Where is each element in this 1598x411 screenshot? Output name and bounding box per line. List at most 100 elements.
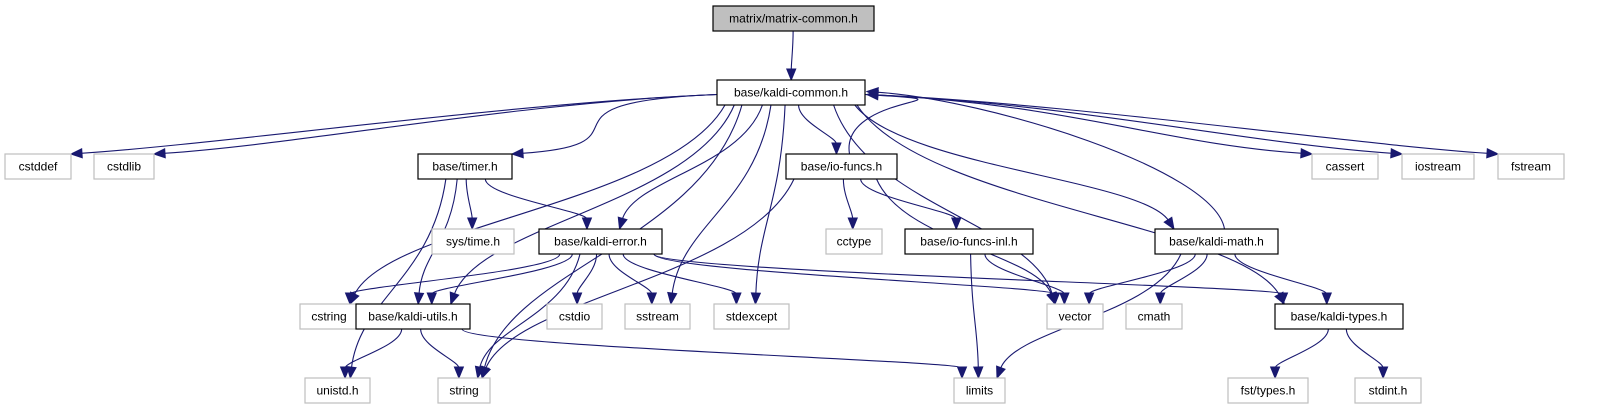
node-label-fst-types: fst/types.h — [1241, 384, 1296, 398]
edge-kaldi-common-to-cstddef — [80, 93, 718, 154]
node-limits: limits — [953, 377, 1006, 404]
node-label-kaldi-common: base/kaldi-common.h — [734, 86, 848, 100]
edge-io-funcs-to-cctype — [842, 178, 854, 220]
edge-kaldi-common-to-kaldi-error — [621, 104, 763, 220]
node-label-io-funcs-inl: base/io-funcs-inl.h — [920, 235, 1017, 249]
arrowhead-kaldi-types-to-fst-types — [1269, 366, 1281, 380]
edge-timer-to-sys-time — [465, 178, 473, 220]
node-box-sys-time — [431, 228, 515, 255]
node-cstdlib: cstdlib — [93, 153, 155, 180]
node-label-limits: limits — [966, 384, 993, 398]
arrowhead-kaldi-error-to-kaldi-types — [1277, 292, 1289, 306]
arrowhead-kaldi-error-to-string — [474, 365, 486, 380]
node-label-vector: vector — [1059, 310, 1092, 324]
node-label-fstream: fstream — [1511, 160, 1551, 174]
node-kaldi-error[interactable]: base/kaldi-error.h — [538, 228, 663, 255]
edge-timer-to-unistd — [350, 178, 447, 369]
arrowhead-kaldi-common-to-fstream — [1486, 148, 1500, 159]
arrowhead-kaldi-common-to-timer — [510, 148, 524, 159]
edge-io-funcs-inl-to-limits — [970, 253, 979, 369]
node-kaldi-types[interactable]: base/kaldi-types.h — [1274, 303, 1404, 330]
node-label-kaldi-math: base/kaldi-math.h — [1169, 235, 1264, 249]
arrowhead-kaldi-common-to-kaldi-math — [1163, 216, 1175, 231]
node-label-unistd: unistd.h — [316, 384, 358, 398]
node-timer[interactable]: base/timer.h — [417, 153, 513, 180]
node-box-vector — [1046, 303, 1104, 330]
arrowhead-kaldi-common-to-io-funcs — [831, 142, 842, 156]
node-label-io-funcs: base/io-funcs.h — [801, 160, 882, 174]
edge-kaldi-error-to-cstdio — [576, 253, 598, 295]
node-io-funcs-inl[interactable]: base/io-funcs-inl.h — [904, 228, 1034, 255]
arrowhead-timer-to-kaldi-error — [581, 217, 593, 231]
node-cstring: cstring — [299, 303, 359, 330]
node-kaldi-common[interactable]: base/kaldi-common.h — [716, 79, 866, 106]
node-sys-time: sys/time.h — [431, 228, 515, 255]
arrowhead-kaldi-math-to-kaldi-types — [1321, 292, 1332, 306]
node-box-cmath — [1125, 303, 1183, 330]
node-matrix-common[interactable]: matrix/matrix-common.h — [712, 5, 875, 32]
edge-io-funcs-to-string — [485, 178, 795, 369]
node-box-io-funcs[interactable] — [785, 153, 898, 180]
node-label-cstddef: cstddef — [19, 160, 58, 174]
edge-kaldi-common-to-kaldi-types — [856, 104, 1280, 296]
node-label-timer: base/timer.h — [432, 160, 497, 174]
arrowhead-kaldi-common-to-sstream — [667, 291, 678, 306]
node-io-funcs[interactable]: base/io-funcs.h — [785, 153, 898, 180]
edge-timer-to-kaldi-error — [484, 178, 588, 220]
node-box-kaldi-types[interactable] — [1274, 303, 1404, 330]
node-string: string — [437, 377, 491, 404]
node-box-limits — [953, 377, 1006, 404]
edge-kaldi-math-to-kaldi-common — [876, 91, 1226, 230]
node-box-string — [437, 377, 491, 404]
node-cctype: cctype — [825, 228, 883, 255]
arrowhead-io-funcs-inl-to-limits — [973, 366, 984, 380]
arrowhead-kaldi-utils-to-unistd — [339, 366, 351, 380]
node-unistd: unistd.h — [304, 377, 371, 404]
node-stdexcept: stdexcept — [713, 303, 790, 330]
nodes-layer: matrix/matrix-common.h base/kaldi-common.… — [4, 5, 1565, 404]
node-box-fstream — [1497, 153, 1565, 180]
edge-kaldi-common-to-timer — [521, 93, 718, 154]
arrowhead-kaldi-common-to-stdexcept — [750, 292, 762, 306]
node-box-cstddef — [4, 153, 72, 180]
node-kaldi-utils[interactable]: base/kaldi-utils.h — [355, 303, 471, 330]
edge-kaldi-math-to-kaldi-types — [1234, 253, 1328, 295]
node-box-fst-types — [1227, 377, 1309, 404]
node-cstdio: cstdio — [546, 303, 603, 330]
node-kaldi-math[interactable]: base/kaldi-math.h — [1154, 228, 1279, 255]
arrowhead-kaldi-math-to-vector — [1083, 292, 1095, 306]
edge-kaldi-error-to-vector — [653, 253, 1056, 295]
arrowhead-kaldi-error-to-stdexcept — [731, 292, 742, 306]
arrowhead-kaldi-error-to-cstdio — [571, 292, 583, 306]
edge-kaldi-common-to-kaldi-math — [854, 104, 1170, 221]
node-box-matrix-common[interactable] — [712, 5, 875, 32]
edge-kaldi-error-to-cstring — [349, 253, 561, 295]
node-box-io-funcs-inl[interactable] — [904, 228, 1034, 255]
arrowhead-timer-to-sys-time — [466, 217, 478, 231]
node-label-kaldi-error: base/kaldi-error.h — [554, 235, 647, 249]
node-box-kaldi-utils[interactable] — [355, 303, 471, 330]
node-box-kaldi-error[interactable] — [538, 228, 663, 255]
node-label-cstdlib: cstdlib — [107, 160, 141, 174]
arrowhead-timer-to-unistd — [346, 365, 357, 380]
arrowhead-kaldi-common-to-cstdlib — [152, 148, 166, 159]
edge-kaldi-common-to-cstring — [353, 104, 726, 296]
edge-kaldi-common-to-fstream — [864, 93, 1489, 154]
edge-kaldi-common-to-vector — [833, 104, 1053, 295]
node-label-sstream: sstream — [636, 310, 679, 324]
node-label-cctype: cctype — [837, 235, 872, 249]
node-box-kaldi-common[interactable] — [716, 79, 866, 106]
node-fstream: fstream — [1497, 153, 1565, 180]
node-label-kaldi-utils: base/kaldi-utils.h — [368, 310, 457, 324]
edges-layer — [69, 30, 1500, 380]
arrowhead-kaldi-types-to-stdint — [1377, 366, 1389, 380]
arrowhead-kaldi-error-to-vector — [1049, 292, 1061, 306]
edge-kaldi-common-to-iostream — [864, 93, 1393, 154]
node-box-timer[interactable] — [417, 153, 513, 180]
node-box-kaldi-math[interactable] — [1154, 228, 1279, 255]
edge-kaldi-error-to-kaldi-utils — [431, 253, 573, 295]
arrowhead-kaldi-math-to-kaldi-common — [865, 87, 879, 98]
arrowhead-kaldi-error-to-kaldi-utils — [426, 292, 437, 306]
node-cassert: cassert — [1311, 153, 1379, 180]
